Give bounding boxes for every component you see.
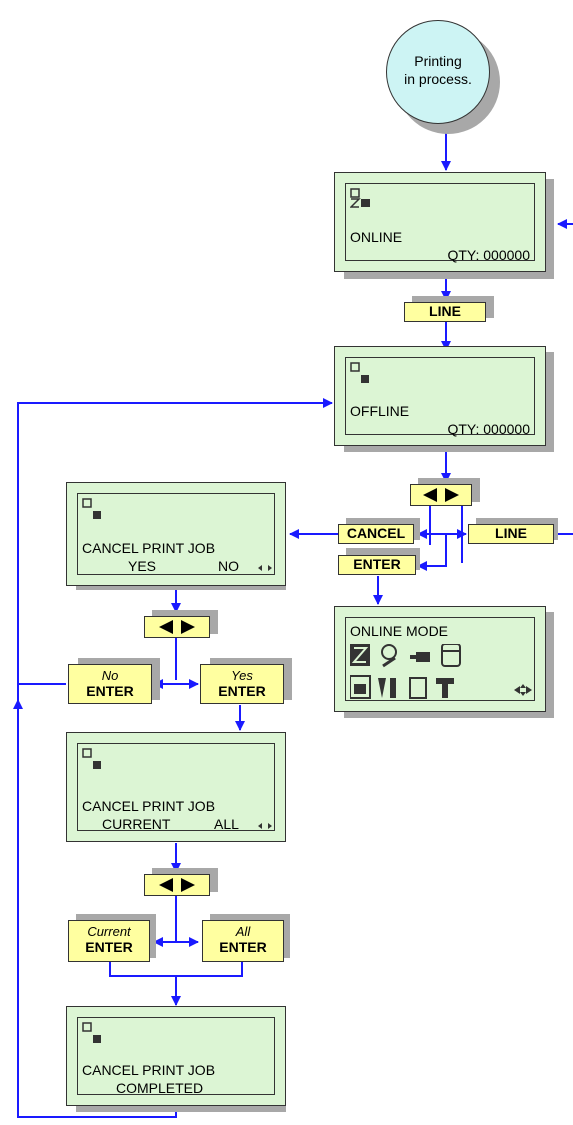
- left-right-arrows-icon: [423, 488, 459, 502]
- completed-lcd: CANCEL PRINT JOB COMPLETED: [77, 1017, 275, 1096]
- small-left-right-icon-2: [258, 822, 272, 830]
- online-qty-text: QTY: 000000: [447, 247, 530, 263]
- current-enter-label: ENTER: [85, 939, 133, 955]
- start-line2: in process.: [404, 71, 472, 87]
- choice-opt-current: CURRENT: [102, 816, 171, 832]
- online-mode-text: ONLINE: [350, 229, 403, 245]
- line-key[interactable]: LINE: [404, 302, 486, 322]
- online-mode-menu: ONLINE MODE: [334, 606, 546, 712]
- start-node: Printing in process.: [386, 20, 490, 124]
- online-screen: ONLINE QTY: 000000: [334, 172, 546, 272]
- choice-opt-all: ALL: [214, 816, 239, 832]
- all-enter-key[interactable]: All ENTER: [202, 920, 284, 962]
- no-label: No: [101, 668, 119, 683]
- choice-lcd: CANCEL PRINT JOB CURRENT ALL: [77, 743, 275, 832]
- cancel-key[interactable]: CANCEL: [338, 524, 414, 544]
- yes-label: Yes: [231, 668, 253, 683]
- cancel-print-job-screen: CANCEL PRINT JOB YES NO: [66, 482, 286, 586]
- offline-status-icon: [350, 362, 372, 384]
- offline-qty-text: QTY: 000000: [447, 421, 530, 437]
- menu-icons[interactable]: [350, 644, 535, 702]
- completed-line1: CANCEL PRINT JOB: [82, 1062, 216, 1078]
- no-enter-key[interactable]: No ENTER: [68, 664, 152, 704]
- online-lcd: ONLINE QTY: 000000: [345, 183, 535, 263]
- left-right-arrow-key-2[interactable]: [144, 616, 210, 638]
- offline-status-icon-4: [82, 1022, 104, 1044]
- cancel-lcd: CANCEL PRINT JOB YES NO: [77, 493, 275, 575]
- current-label: Current: [87, 924, 131, 939]
- yes-enter-label: ENTER: [218, 683, 266, 699]
- completed-line2: COMPLETED: [116, 1080, 204, 1096]
- offline-lcd: OFFLINE QTY: 000000: [345, 357, 535, 437]
- cancel-opt-no: NO: [218, 558, 239, 574]
- cancel-choice-screen: CANCEL PRINT JOB CURRENT ALL: [66, 732, 286, 842]
- offline-mode-text: OFFLINE: [350, 403, 410, 419]
- yes-enter-key[interactable]: Yes ENTER: [200, 664, 284, 704]
- start-line1: Printing: [414, 53, 462, 69]
- cancel-opt-yes: YES: [128, 558, 157, 574]
- left-right-arrow-key-3[interactable]: [144, 874, 210, 896]
- all-enter-label: ENTER: [219, 939, 267, 955]
- left-right-arrows-icon-3: [159, 878, 195, 892]
- menu-title: ONLINE MODE: [350, 623, 449, 639]
- left-right-arrow-key-1[interactable]: [410, 484, 472, 506]
- line-key-2[interactable]: LINE: [468, 524, 554, 544]
- offline-screen: OFFLINE QTY: 000000: [334, 346, 546, 446]
- choice-line1: CANCEL PRINT JOB: [82, 798, 216, 814]
- online-status-icon: [350, 188, 372, 208]
- offline-status-icon-3: [82, 748, 104, 770]
- no-enter-label: ENTER: [86, 683, 134, 699]
- small-left-right-icon: [258, 564, 272, 572]
- current-enter-key[interactable]: Current ENTER: [68, 920, 150, 962]
- left-right-arrows-icon-2: [159, 620, 195, 634]
- cancel-line1: CANCEL PRINT JOB: [82, 540, 216, 556]
- offline-status-icon-2: [82, 498, 104, 520]
- all-label: All: [235, 924, 251, 939]
- menu-lcd: ONLINE MODE: [345, 617, 535, 701]
- completed-screen: CANCEL PRINT JOB COMPLETED: [66, 1006, 286, 1106]
- enter-key[interactable]: ENTER: [338, 555, 416, 575]
